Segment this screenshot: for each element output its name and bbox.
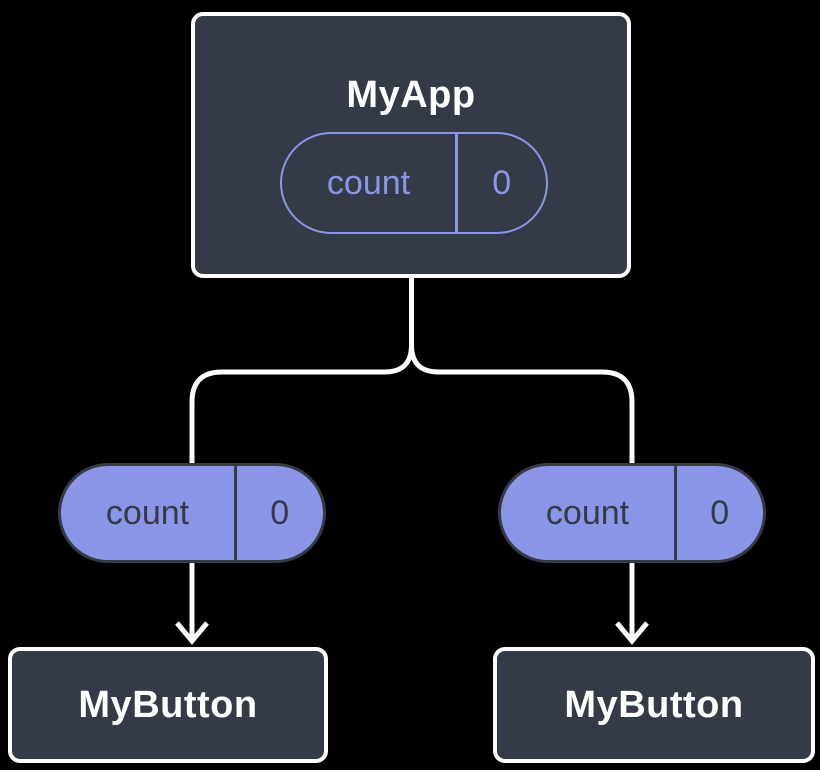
arrowhead-right-icon xyxy=(615,621,649,645)
arrowhead-left-icon xyxy=(175,621,209,645)
prop-pill-right: count 0 xyxy=(498,463,766,563)
node-myapp: MyApp count 0 xyxy=(191,12,631,278)
pill-divider xyxy=(455,134,458,232)
node-myapp-title: MyApp xyxy=(346,74,476,116)
node-mybutton-left-title: MyButton xyxy=(78,683,258,726)
pill-divider xyxy=(674,466,677,560)
connector-left-branch xyxy=(189,277,414,641)
pill-divider xyxy=(234,466,237,560)
prop-pill-right-value: 0 xyxy=(710,493,730,532)
state-pill-name: count xyxy=(326,163,411,202)
node-mybutton-left: MyButton xyxy=(8,647,328,763)
prop-pill-left-value: 0 xyxy=(270,493,290,532)
prop-pill-left-name: count xyxy=(105,493,190,532)
prop-pill-right-name: count xyxy=(545,493,630,532)
node-mybutton-right-title: MyButton xyxy=(564,683,744,726)
state-pill-count: count 0 xyxy=(280,132,548,234)
prop-pill-left: count 0 xyxy=(58,463,326,563)
node-mybutton-right: MyButton xyxy=(493,647,815,763)
connector-right-branch xyxy=(409,277,635,641)
state-pill-value: 0 xyxy=(492,163,512,202)
